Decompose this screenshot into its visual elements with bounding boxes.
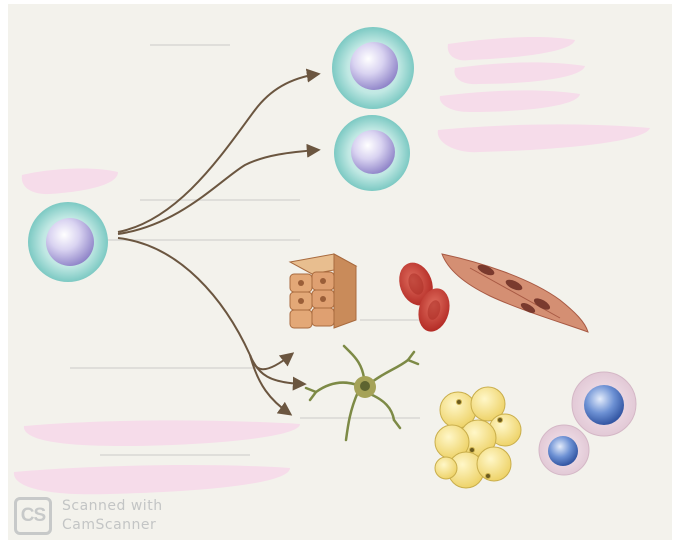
camscanner-watermark: CS Scanned with CamScanner [14,497,163,535]
watermark-line-2: CamScanner [62,516,163,535]
white-blood-cell-small [539,425,589,475]
white-blood-cell-large [572,372,636,436]
self-renewed-stem-cell-bottom [334,115,410,191]
source-stem-cell [28,202,108,282]
watermark-text: Scanned with CamScanner [62,497,163,535]
epithelial-tissue [290,254,356,328]
camscanner-logo: CS [14,497,52,535]
self-renewed-stem-cell-top [332,27,414,109]
watermark-line-1: Scanned with [62,497,163,516]
neuron-body [354,376,376,398]
